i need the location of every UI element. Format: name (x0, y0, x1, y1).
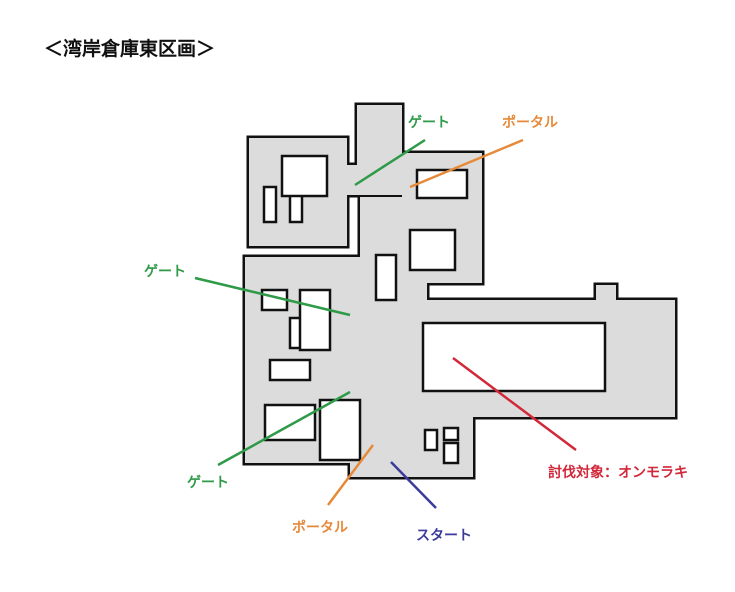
gate-bottom-pointer (217, 390, 351, 467)
map-title: ＜湾岸倉庫東区画＞ (44, 38, 216, 60)
portal-label-bottom: ポータル (292, 520, 348, 536)
portal-label-top: ポータル (502, 115, 558, 131)
gate-label-top: ゲート (408, 115, 450, 131)
boss-label: 討伐対象：オンモラキ (548, 465, 688, 481)
gate-top-pointer (354, 138, 426, 187)
start-pointer (390, 461, 437, 509)
gate-label-bottom: ゲート (187, 475, 229, 491)
gate-label-left: ゲート (144, 264, 186, 280)
gate-left-pointer (194, 276, 351, 317)
portal-top-pointer (409, 138, 524, 189)
start-label: スタート (416, 528, 472, 544)
portal-bottom-pointer (327, 444, 374, 506)
pointer-lines (194, 138, 577, 509)
map-inner-walls (260, 154, 675, 465)
boss-pointer (452, 356, 577, 452)
